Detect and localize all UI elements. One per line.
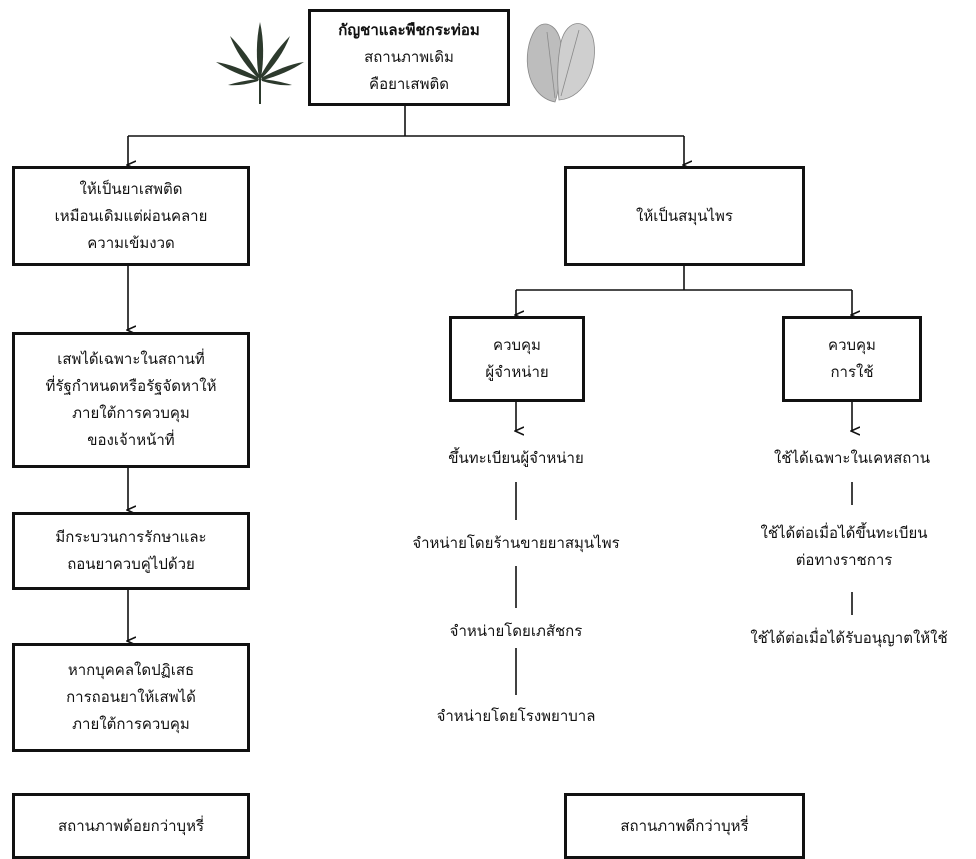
refusal-line-2: การถอนยาให้เสพได้ (66, 688, 196, 706)
restricted-use-line-2: ที่รัฐกำหนดหรือรัฐจัดหาให้ (45, 377, 217, 395)
kratom-leaves-icon (526, 23, 595, 103)
use-step-home-only-label: ใช้ได้เฉพาะในเคหสถาน (773, 449, 931, 467)
higher-status-label: สถานภาพดีกว่าบุหรี่ (620, 816, 749, 835)
herb-label: ให้เป็นสมุนไพร (636, 206, 733, 225)
narcotic-line-2: เหมือนเดิมแต่ผ่อนคลาย (54, 206, 208, 225)
restricted-use-line-4: ของเจ้าหน้าที่ (87, 431, 175, 449)
herb-box: ให้เป็นสมุนไพร (564, 166, 805, 266)
refusal-box: หากบุคคลใดปฏิเสธ การถอนยาให้เสพได้ ภายใต… (12, 643, 250, 752)
root-box: กัญชาและพืชกระท่อม สถานภาพเดิม คือยาเสพต… (308, 9, 510, 106)
treatment-box: มีกระบวนการรักษาและ ถอนยาควบคู่ไปด้วย (12, 512, 250, 590)
treatment-line-1: มีกระบวนการรักษาและ (55, 528, 207, 546)
seller-step-pharmacist-label: จำหน่ายโดยเภสัชกร (449, 622, 583, 640)
lower-status-label: สถานภาพด้อยกว่าบุหรี่ (57, 816, 205, 835)
use-step-home-only: ใช้ได้เฉพาะในเคหสถาน (722, 445, 976, 472)
narcotic-line-3: ความเข้มงวด (87, 233, 175, 252)
use-step-registered-line-1: ใช้ได้ต่อเมื่อได้ขึ้นทะเบียน (760, 524, 928, 542)
control-use-line-2: การใช้ (830, 363, 874, 381)
lower-status-box: สถานภาพด้อยกว่าบุหรี่ (12, 793, 250, 859)
refusal-line-1: หากบุคคลใดปฏิเสธ (67, 661, 195, 679)
control-use-line-1: ควบคุม (828, 336, 876, 354)
seller-step-register-label: ขึ้นทะเบียนผู้จำหน่าย (448, 449, 584, 467)
root-line-1: กัญชาและพืชกระท่อม (338, 21, 480, 39)
use-step-registered: ใช้ได้ต่อเมื่อได้ขึ้นทะเบียน ต่อทางราชกา… (712, 520, 976, 574)
restricted-use-line-3: ภายใต้การควบคุม (72, 404, 190, 422)
control-seller-box: ควบคุม ผู้จำหน่าย (449, 316, 585, 402)
seller-step-hospital-label: จำหน่ายโดยโรงพยาบาล (436, 707, 596, 725)
root-line-2: สถานภาพเดิม (364, 48, 454, 66)
refusal-line-3: ภายใต้การควบคุม (72, 715, 190, 733)
control-seller-line-1: ควบคุม (493, 336, 541, 354)
cannabis-leaf-icon (216, 22, 304, 104)
narcotic-box: ให้เป็นยาเสพติด เหมือนเดิมแต่ผ่อนคลาย คว… (12, 166, 250, 266)
use-step-permitted-label: ใช้ได้ต่อเมื่อได้รับอนุญาตให้ใช้ (750, 629, 948, 647)
restricted-use-box: เสพได้เฉพาะในสถานที่ ที่รัฐกำหนดหรือรัฐจ… (12, 332, 250, 468)
higher-status-box: สถานภาพดีกว่าบุหรี่ (564, 793, 805, 859)
control-seller-line-2: ผู้จำหน่าย (485, 363, 549, 381)
use-step-permitted: ใช้ได้ต่อเมื่อได้รับอนุญาตให้ใช้ (722, 625, 976, 652)
control-use-box: ควบคุม การใช้ (782, 316, 922, 402)
seller-step-pharmacist: จำหน่ายโดยเภสัชกร (396, 618, 636, 645)
restricted-use-line-1: เสพได้เฉพาะในสถานที่ (57, 350, 205, 368)
seller-step-herbal-shop: จำหน่ายโดยร้านขายยาสมุนไพร (366, 530, 666, 557)
narcotic-line-1: ให้เป็นยาเสพติด (79, 179, 183, 198)
seller-step-herbal-shop-label: จำหน่ายโดยร้านขายยาสมุนไพร (412, 534, 620, 552)
treatment-line-2: ถอนยาควบคู่ไปด้วย (67, 555, 195, 573)
seller-step-hospital: จำหน่ายโดยโรงพยาบาล (386, 703, 646, 730)
use-step-registered-line-2: ต่อทางราชการ (795, 551, 893, 569)
seller-step-register: ขึ้นทะเบียนผู้จำหน่าย (396, 445, 636, 472)
root-line-3: คือยาเสพติด (369, 75, 449, 93)
